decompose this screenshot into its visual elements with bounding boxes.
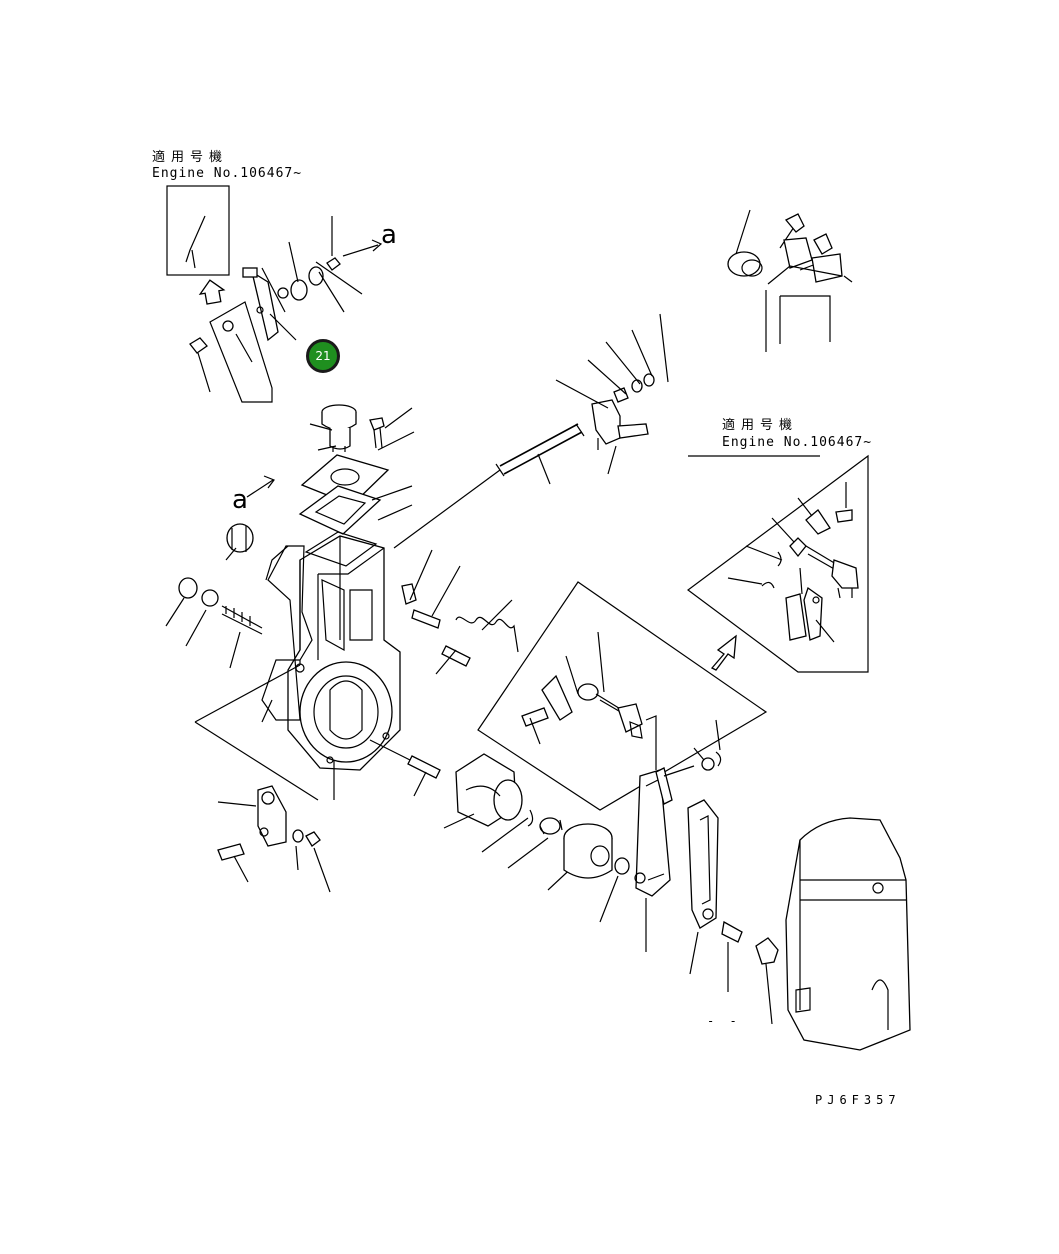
applicable-model-label-right: 適用号機 xyxy=(722,418,799,433)
governor-housing xyxy=(785,817,911,1051)
top-right-assembly xyxy=(727,209,853,352)
spring-parts xyxy=(401,549,519,675)
pump-housing xyxy=(261,531,401,800)
middle-right-box xyxy=(477,581,768,811)
engine-number-label-right: Engine No.106467~ xyxy=(722,435,873,450)
applicable-model-label-top: 適用号機 xyxy=(152,150,229,165)
arrow-label-a-left: a xyxy=(232,485,248,515)
cap-and-bolt xyxy=(309,404,413,452)
engine-number-label-top: Engine No.106467~ xyxy=(152,166,303,181)
part-callout-badge[interactable]: 21 xyxy=(306,339,340,373)
drawing-code: PJ6F357 xyxy=(815,1093,901,1107)
right-inset-box xyxy=(686,454,869,673)
stray-marks: - - xyxy=(707,1014,741,1028)
left-bracket-box xyxy=(194,660,319,801)
arrow-label-a-top: a xyxy=(381,220,397,250)
middle-cover xyxy=(369,739,613,891)
lever-assembly-top xyxy=(189,216,383,403)
top-left-inset xyxy=(166,185,230,305)
left-fittings xyxy=(165,523,263,669)
flange-plates xyxy=(246,431,415,535)
right-lower-levers xyxy=(599,719,779,1025)
control-shaft xyxy=(393,313,669,549)
lower-left-bracket xyxy=(217,785,331,893)
